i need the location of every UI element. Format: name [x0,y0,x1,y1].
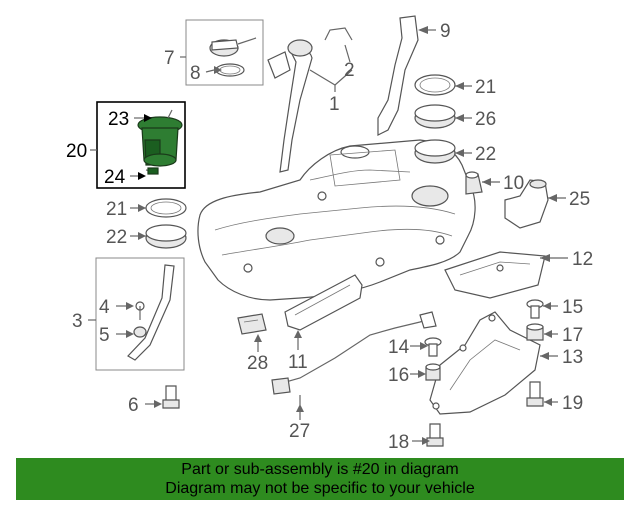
valve-25 [504,179,549,229]
seal-rings-right [414,74,456,164]
callout-23: 23 [108,109,129,130]
heat-shield-12 [444,251,546,299]
nut-16 [425,363,441,381]
clip-28 [237,313,267,335]
bolt-15 [526,299,544,319]
callout-box-20 [96,101,186,189]
vent-pipe [377,15,419,136]
callout-24: 24 [104,167,126,188]
bolt-19 [526,381,544,407]
nut-17 [526,323,544,341]
bolt-18 [426,423,444,447]
callout-numbers: 1 2 3 4 5 6 7 8 9 10 11 12 13 14 15 16 1… [66,21,593,453]
bolt-6 [162,385,180,409]
callout-7: 7 [164,48,175,69]
callout-12: 12 [572,249,593,270]
parts-diagram: 1 2 3 4 5 6 7 8 9 10 11 12 13 14 15 16 1… [66,15,593,453]
info-banner: Part or sub-assembly is #20 in diagram D… [16,458,624,500]
callout-27: 27 [289,421,310,442]
callout-14: 14 [388,337,410,358]
callout-3: 3 [72,311,83,332]
filler-neck [267,27,353,173]
callout-22-right: 22 [475,144,496,165]
callout-2: 2 [344,60,355,81]
callout-21-right: 21 [475,77,496,98]
callout-box-7 [185,19,264,86]
callout-15: 15 [562,297,583,318]
callout-box-3 [95,257,185,371]
callout-4: 4 [99,297,110,318]
bracket-11 [284,274,363,331]
callout-10: 10 [503,173,524,194]
callout-18: 18 [388,432,409,453]
callout-11: 11 [288,352,308,373]
callout-21-left: 21 [106,199,127,220]
callout-20: 20 [66,141,87,162]
callout-16: 16 [388,365,409,386]
seal-rings-left [145,198,187,249]
callout-9: 9 [440,21,451,42]
plug-10 [465,171,483,195]
callout-17: 17 [562,325,583,346]
callout-19: 19 [562,393,583,414]
callout-26: 26 [475,109,496,130]
callout-8: 8 [190,63,201,84]
banner-line-1: Part or sub-assembly is #20 in diagram [181,461,459,478]
fuel-cap [209,37,257,77]
fuel-tank [197,139,476,301]
fuel-pump-assembly [137,109,183,175]
callout-13: 13 [562,347,583,368]
callout-22-left: 22 [106,227,127,248]
callout-25: 25 [569,189,590,210]
fuel-line-27 [271,311,437,405]
tank-strap [127,264,175,361]
heat-shield-13 [429,311,541,415]
banner-line-2: Diagram may not be specific to your vehi… [165,480,475,497]
bolt-14 [424,337,442,357]
callout-5: 5 [99,325,110,346]
callout-6: 6 [128,395,139,416]
callout-1: 1 [329,94,340,115]
leader-lines [88,26,568,445]
callout-28: 28 [247,353,268,374]
